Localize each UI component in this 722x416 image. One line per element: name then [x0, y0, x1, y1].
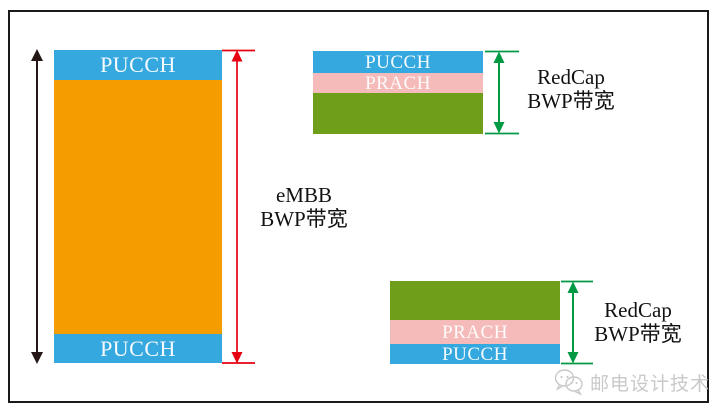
redcap-top-prach-label: PRACH: [365, 72, 431, 94]
redcap-top-data-segment: [313, 93, 483, 134]
redcap-bottom-bwp-label: RedCap BWP带宽: [588, 298, 688, 346]
embb-bwp-block: PUCCH PUCCH: [54, 50, 222, 363]
redcap-bottom-pucch-label: PUCCH: [442, 343, 508, 365]
watermark-text: 邮电设计技术: [590, 373, 711, 395]
redcap-bottom-block: PRACH PUCCH: [390, 281, 560, 364]
redcap-top-bwp-label-line2: BWP带宽: [527, 88, 615, 113]
embb-bwp-label-line2: BWP带宽: [260, 206, 348, 231]
redcap-bottom-bwp-label-line1: RedCap: [604, 298, 672, 322]
redcap-top-pucch-segment: PUCCH: [313, 51, 483, 73]
embb-pucch-top-label: PUCCH: [100, 52, 176, 77]
redcap-top-bwp-label: RedCap BWP带宽: [514, 65, 628, 113]
redcap-top-pucch-label: PUCCH: [365, 51, 431, 73]
redcap-bottom-prach-segment: PRACH: [390, 320, 560, 344]
redcap-bottom-prach-label: PRACH: [442, 321, 508, 343]
embb-pucch-bottom-segment: PUCCH: [54, 334, 222, 363]
embb-pucch-top-segment: PUCCH: [54, 50, 222, 80]
redcap-top-bwp-label-line1: RedCap: [537, 65, 605, 89]
embb-pucch-bottom-label: PUCCH: [100, 335, 176, 361]
watermark: 邮电设计技术: [553, 368, 710, 396]
embb-data-segment: [54, 80, 222, 334]
redcap-bottom-bwp-label-line2: BWP带宽: [594, 321, 682, 346]
wechat-logo-icon: [554, 369, 583, 396]
embb-bwp-label: eMBB BWP带宽: [245, 183, 363, 231]
redcap-top-prach-segment: PRACH: [313, 73, 483, 93]
embb-bwp-label-line1: eMBB: [275, 183, 332, 207]
redcap-bottom-data-segment: [390, 281, 560, 320]
redcap-top-block: PUCCH PRACH: [313, 51, 483, 134]
redcap-bottom-pucch-segment: PUCCH: [390, 344, 560, 364]
